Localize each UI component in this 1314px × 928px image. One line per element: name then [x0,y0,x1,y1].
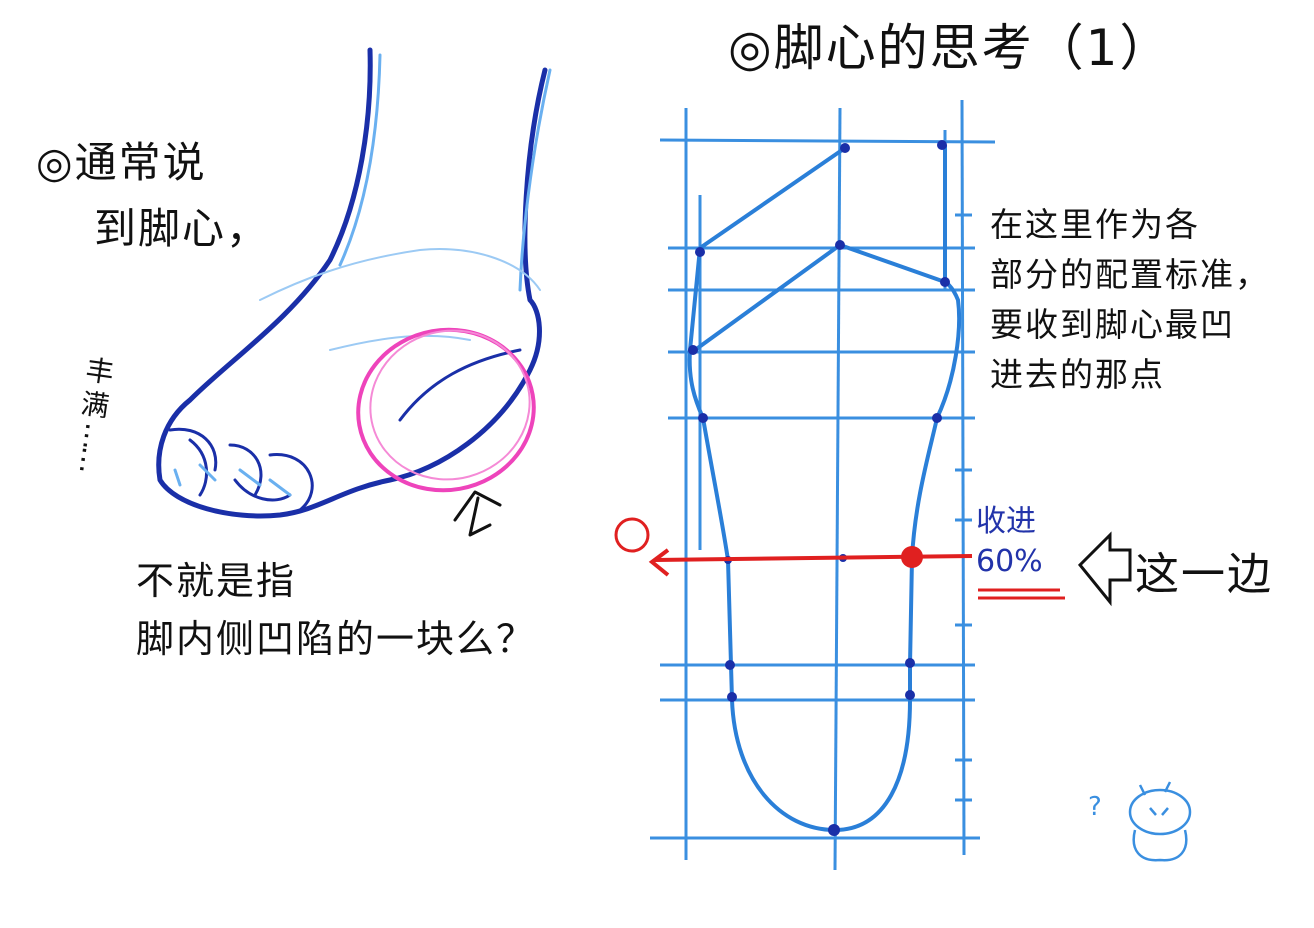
right-note-line: 要收到脚心最凹 [990,305,1235,344]
left-note-line: 到脚心， [94,204,271,253]
right-note-line: 进去的那点 [990,355,1165,394]
left-note: ◎通常说 到脚心， [36,130,270,262]
right-note: 在这里作为各 部分的配置标准， 要收到脚心最凹 进去的那点 [990,200,1270,400]
proportion-grid [650,99,996,871]
this-side-label: 这一边 [1135,549,1273,600]
right-note-line: 部分的配置标准， [990,255,1270,294]
side-note-line: 满 [78,386,114,424]
landmark-dots [688,140,950,836]
inset-label: 收进 60% [976,502,1043,582]
side-note-line: …… [73,420,113,473]
arrow-icon [1077,531,1132,607]
question-line: 脚内侧凹陷的一块么？ [136,617,537,661]
left-note-line: ◎通常说 [36,138,207,187]
inset-text: 收进 [976,504,1036,539]
page-title: ◎脚心的思考（1） [728,19,1172,77]
foot-outline [687,145,962,833]
mascot-question: ? [1088,792,1104,822]
question-note: 不就是指 脚内侧凹陷的一块么？ [136,552,536,668]
right-note-line: 在这里作为各 [990,205,1200,244]
arch-measure-line [614,517,1065,600]
inset-percent: 60% [976,544,1043,579]
mascot-icon [1128,781,1192,862]
side-note-line: 丰 [83,353,118,391]
foot-side-sketch [156,47,552,537]
question-line: 不就是指 [136,559,297,603]
